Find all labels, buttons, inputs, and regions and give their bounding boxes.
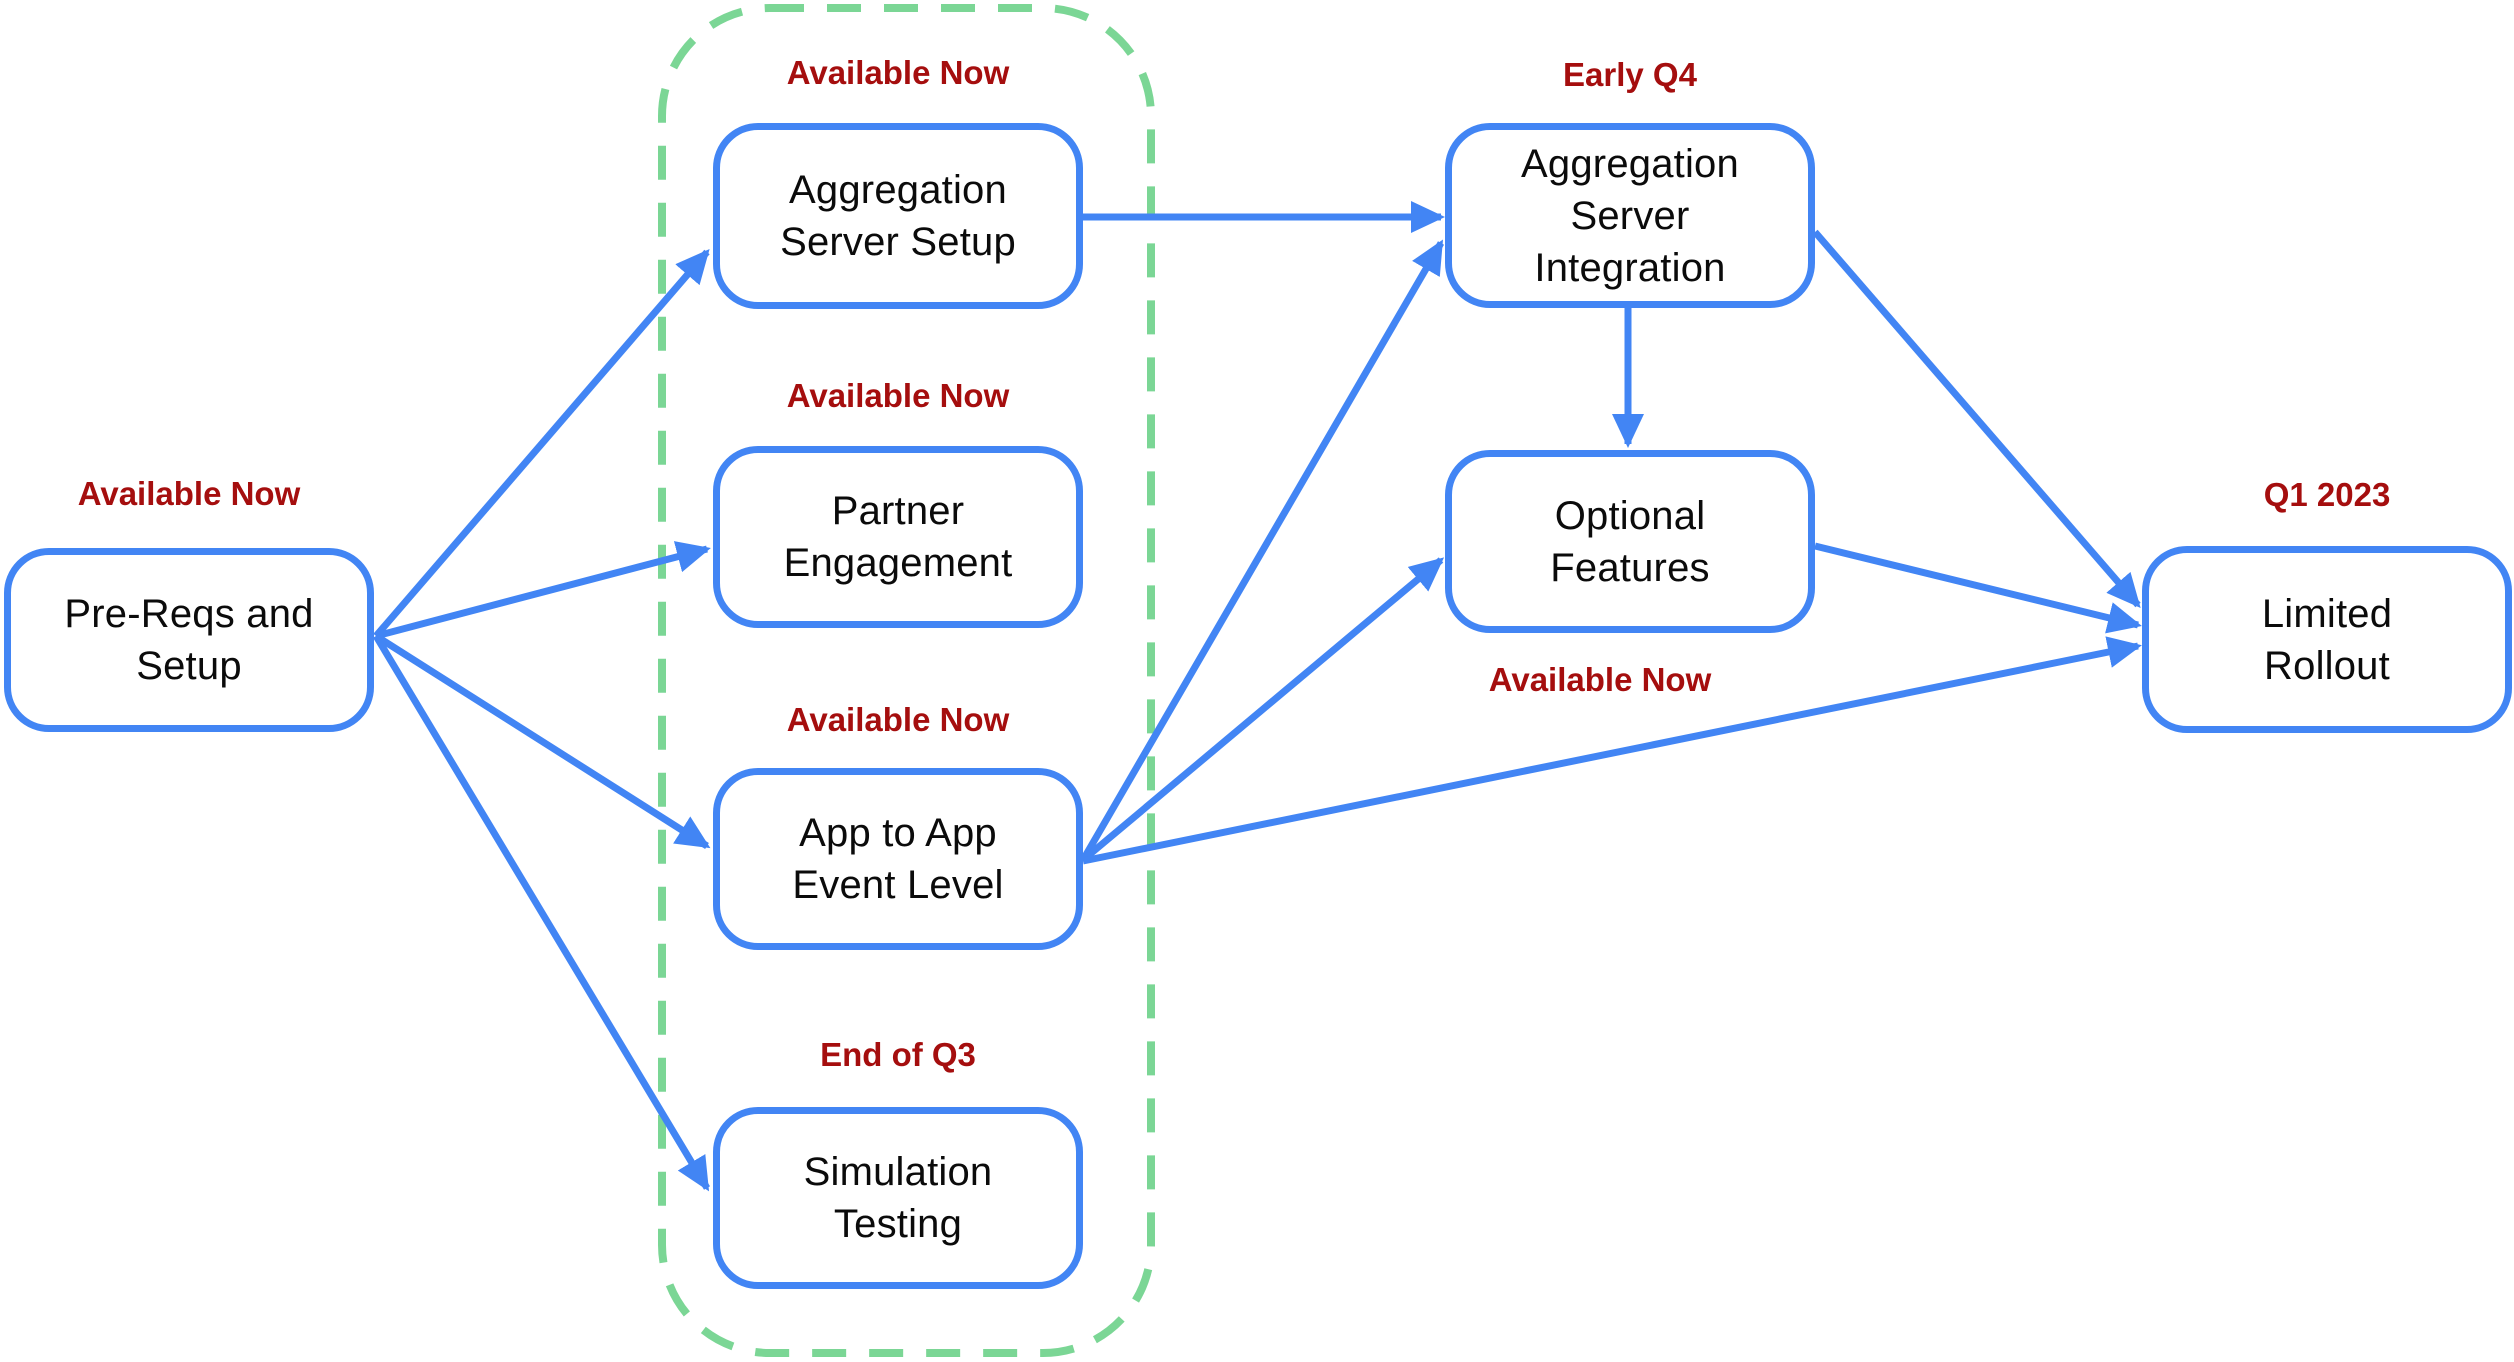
edge-optional-to-limited xyxy=(1814,542,2142,634)
edge-prereqs-to-agg-setup xyxy=(373,248,710,639)
edge-prereqs-to-partner xyxy=(375,541,711,640)
node-label-line: Rollout xyxy=(2264,643,2390,688)
milestone-optional: Available Now xyxy=(1488,661,1712,698)
node-label-line: Aggregation xyxy=(789,168,1007,212)
node-label-line: Features xyxy=(1550,545,1710,590)
node-label-line: Limited xyxy=(2261,591,2393,636)
node-label-line: Setup xyxy=(136,644,242,688)
node-label-line: Partner xyxy=(831,489,965,533)
milestone-pre-reqs: Available Now xyxy=(77,475,301,512)
node-limited-rollout: Limited Rollout xyxy=(2142,546,2512,733)
node-label-line: Server Setup xyxy=(780,220,1016,264)
milestone-agg-integration: Early Q4 xyxy=(1563,56,1697,93)
node-label-line: Event Level xyxy=(792,863,1004,907)
edge-agg-integration-to-limited xyxy=(1812,229,2141,609)
milestone-agg-setup: Available Now xyxy=(786,54,1010,91)
edge-prereqs-to-simulation xyxy=(372,634,711,1192)
edge-app-to-app-to-limited xyxy=(1082,636,2142,865)
node-optional-features: Optional Features xyxy=(1445,450,1815,633)
node-label-line: Simulation xyxy=(803,1150,993,1194)
node-aggregation-server-integration: Aggregation Server Integration xyxy=(1445,123,1815,308)
node-label-line: App to App xyxy=(799,811,997,855)
node-label-line: Server xyxy=(1570,193,1690,238)
node-label-line: Aggregation xyxy=(1521,141,1739,186)
milestone-simulation: End of Q3 xyxy=(820,1036,976,1073)
edge-app-to-app-to-optional xyxy=(1080,557,1445,863)
node-aggregation-server-setup: Aggregation Server Setup xyxy=(713,123,1083,309)
edge-prereqs-to-app-to-app xyxy=(374,633,711,849)
node-label-line: Integration xyxy=(1534,245,1726,290)
milestone-limited: Q1 2023 xyxy=(2263,476,2391,513)
node-label-line: Testing xyxy=(833,1202,963,1246)
node-pre-reqs-and-setup: Pre-Reqs and Setup xyxy=(4,548,374,732)
node-partner-engagement: Partner Engagement xyxy=(713,446,1083,628)
available-now-group-outline xyxy=(658,4,1155,1357)
node-simulation-testing: Simulation Testing xyxy=(713,1107,1083,1289)
node-app-to-app-event-level: App to App Event Level xyxy=(713,768,1083,950)
node-label-line: Pre-Reqs and xyxy=(64,592,314,636)
milestone-app-to-app: Available Now xyxy=(786,701,1010,738)
node-label-line: Optional xyxy=(1554,493,1706,538)
node-label-line: Engagement xyxy=(783,541,1013,585)
milestone-partner: Available Now xyxy=(786,377,1010,414)
edge-app-to-app-to-agg-integration xyxy=(1079,239,1445,862)
